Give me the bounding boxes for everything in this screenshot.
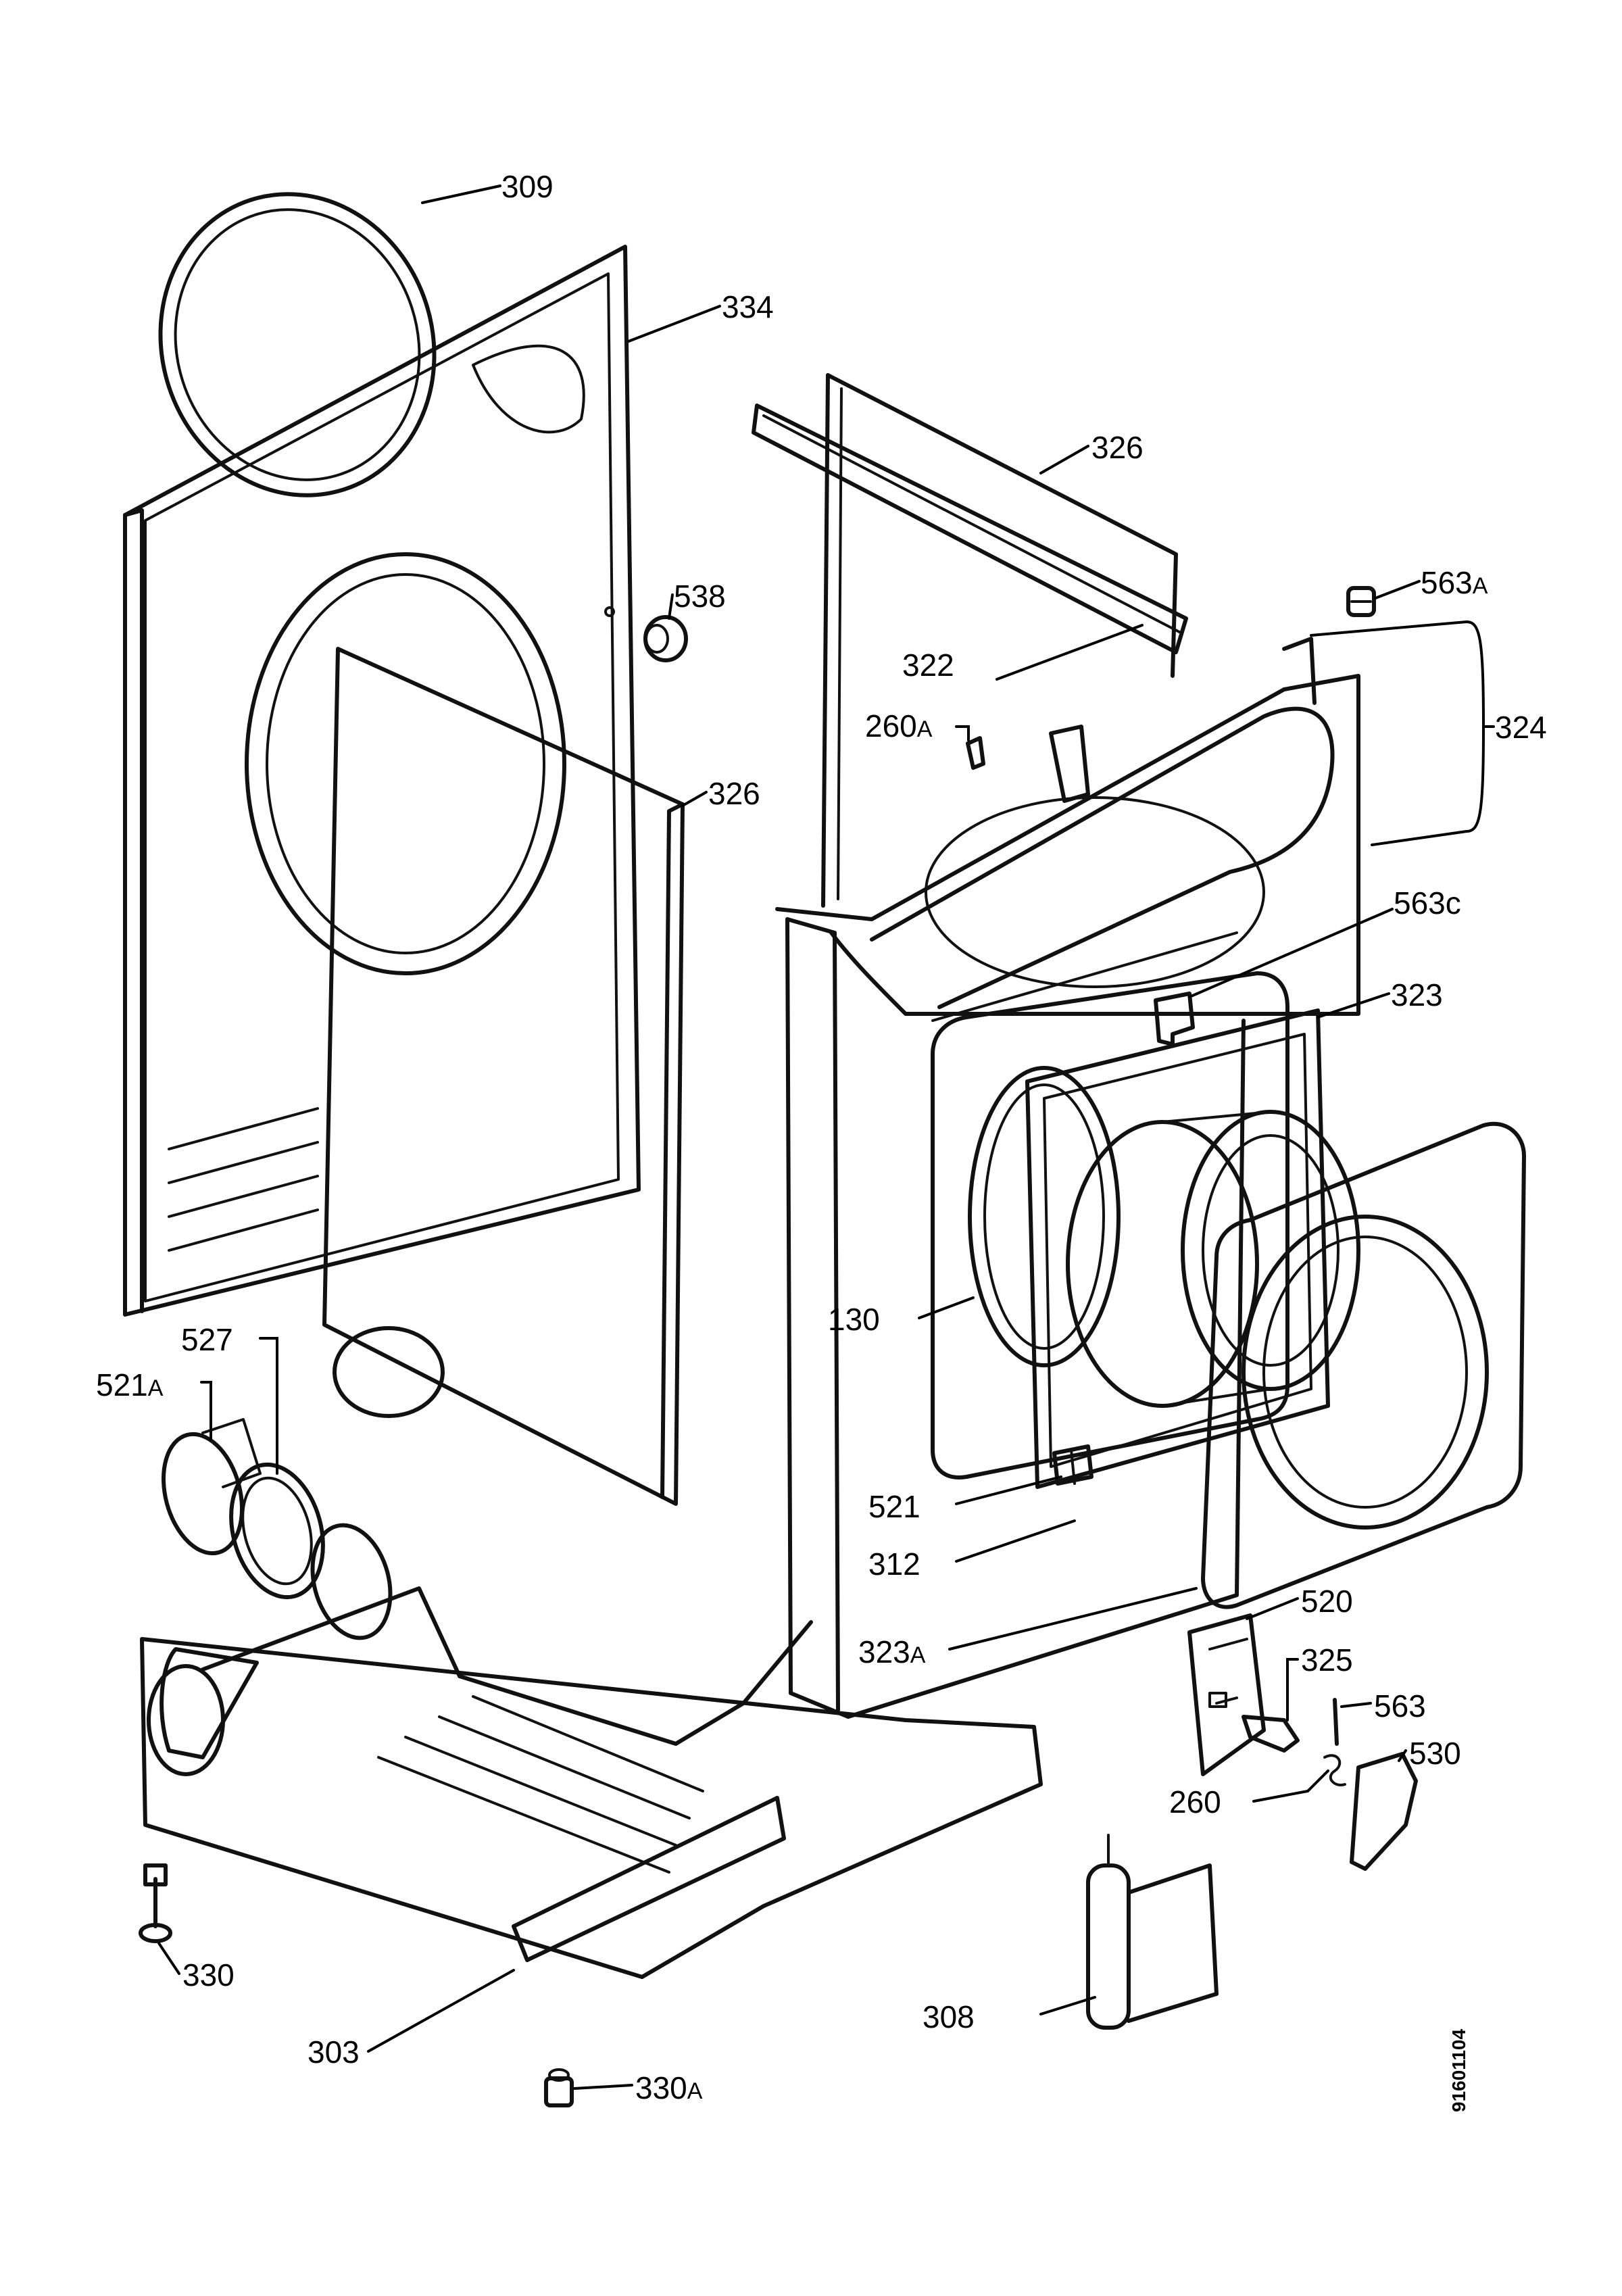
handle bbox=[1350, 1752, 1418, 1871]
callout-322: 322 bbox=[902, 648, 954, 683]
document-number: 91601104 bbox=[1448, 2029, 1469, 2112]
callout-308: 308 bbox=[923, 1999, 975, 2034]
callout-563: 563 bbox=[1374, 1688, 1426, 1724]
callout-324: 324 bbox=[1495, 710, 1547, 745]
side-panel-left bbox=[322, 647, 685, 1506]
front-frame-top bbox=[775, 637, 1360, 1016]
catch bbox=[1052, 1444, 1093, 1486]
callout-521a: 521A bbox=[96, 1367, 164, 1402]
hinge-bracket bbox=[1187, 1613, 1266, 1776]
lever bbox=[1242, 1715, 1300, 1753]
callout-323a: 323A bbox=[858, 1634, 926, 1669]
callout-323: 323 bbox=[1391, 977, 1443, 1012]
callout-334: 334 bbox=[722, 289, 774, 324]
callout-520: 520 bbox=[1301, 1584, 1353, 1619]
callout-330a: 330A bbox=[635, 2070, 703, 2105]
callout-312: 312 bbox=[868, 1546, 920, 1582]
leader-lines bbox=[157, 185, 1495, 2090]
callout-325: 325 bbox=[1301, 1642, 1353, 1678]
callout-303: 303 bbox=[308, 2034, 360, 2070]
rear-panel bbox=[123, 245, 641, 1317]
drum-seal bbox=[968, 1066, 1121, 1367]
callout-260a: 260A bbox=[865, 708, 933, 743]
callout-527: 527 bbox=[181, 1322, 233, 1357]
callout-563a: 563A bbox=[1421, 565, 1488, 600]
nut bbox=[1346, 586, 1376, 617]
callout-260: 260 bbox=[1169, 1784, 1221, 1819]
callout-563c: 563c bbox=[1394, 885, 1461, 921]
parts-illustration bbox=[123, 192, 1526, 2107]
callout-538: 538 bbox=[674, 579, 726, 614]
gasket-frame bbox=[1025, 1008, 1330, 1489]
door-seal-ring bbox=[158, 192, 437, 497]
clip bbox=[1154, 992, 1195, 1046]
callout-130: 130 bbox=[828, 1302, 880, 1337]
foot bbox=[139, 1863, 172, 1943]
hinge bbox=[1086, 1834, 1219, 2030]
callout-309: 309 bbox=[501, 169, 554, 204]
callout-326-top: 326 bbox=[1091, 430, 1144, 465]
drum bbox=[1066, 1110, 1360, 1408]
front-cabinet bbox=[785, 917, 1246, 1719]
side-panel-right bbox=[821, 373, 1178, 908]
pin-and-spring bbox=[1323, 1698, 1346, 1786]
callout-530: 530 bbox=[1409, 1736, 1461, 1771]
foot-small bbox=[544, 2068, 574, 2107]
callout-521: 521 bbox=[868, 1489, 920, 1524]
callout-labels: 309 334 326 538 563A 322 260A 324 326 56… bbox=[96, 169, 1547, 2105]
callout-326-left: 326 bbox=[708, 776, 760, 811]
base-plate bbox=[140, 1586, 1043, 1979]
callout-330: 330 bbox=[182, 1957, 235, 1993]
bush bbox=[643, 615, 688, 662]
small-clip bbox=[966, 736, 985, 770]
door bbox=[1201, 1121, 1526, 1609]
duct-fittings bbox=[161, 1418, 393, 1640]
top-strip bbox=[752, 404, 1188, 654]
